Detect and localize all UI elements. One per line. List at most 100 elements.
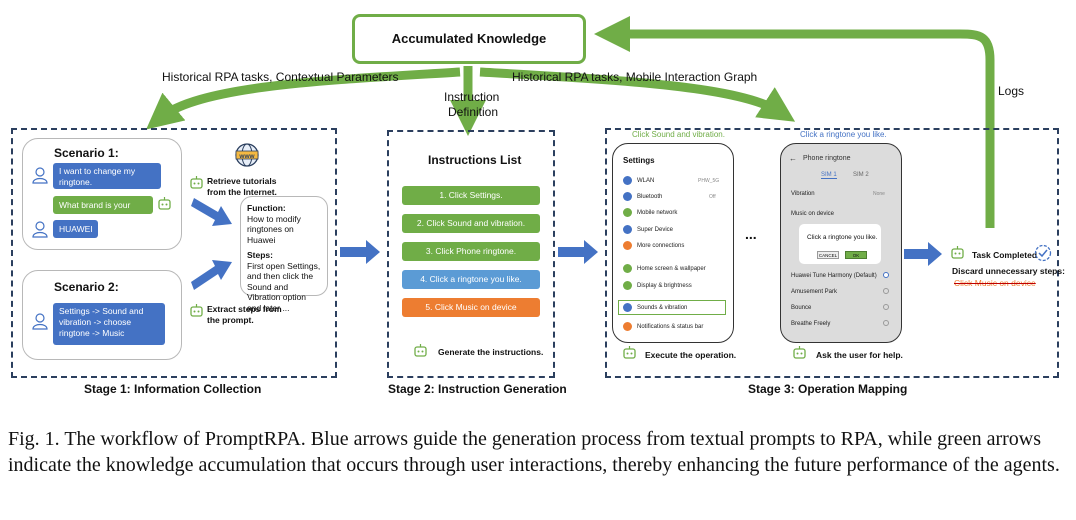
- ellipsis: ...: [745, 226, 757, 242]
- robot-icon: [793, 346, 806, 359]
- phone1-row-connections: More connections: [637, 243, 685, 249]
- phone1-top-label: Click Sound and vibration.: [632, 130, 725, 139]
- scenario1-user-reply: HUAWEI: [53, 220, 98, 238]
- ringtone-title: Phone ringtone: [803, 155, 851, 162]
- sounds-highlight[interactable]: [618, 300, 726, 315]
- scenario1-bot-message: What brand is your phone?: [53, 196, 153, 222]
- stage3-label: Stage 3: Operation Mapping: [748, 382, 908, 396]
- bluetooth-icon: [623, 192, 632, 201]
- phone2-row-music[interactable]: Music on device: [791, 211, 835, 217]
- sim2-tab[interactable]: SIM 2: [853, 172, 869, 178]
- logs-label: Logs: [998, 84, 1025, 98]
- mobile-network-icon: [623, 208, 632, 217]
- knowledge-title: Accumulated Knowledge: [391, 31, 547, 46]
- instruction-definition-label-2: Definition: [448, 105, 499, 119]
- www-label: www: [238, 153, 255, 160]
- task-completed-text: Task Completed: [972, 250, 1038, 260]
- phone1-row-sounds: Sounds & vibration: [637, 305, 688, 311]
- settings-title: Settings: [623, 156, 655, 165]
- ok-button[interactable]: OK: [845, 251, 867, 259]
- sounds-icon: [623, 303, 632, 312]
- execute-text: Execute the operation.: [645, 350, 737, 360]
- phone1-row-notifications: Notifications & status bar: [637, 324, 704, 330]
- right-knowledge-arrow: [479, 67, 796, 122]
- extract-text: Extract steps from the prompt.: [207, 304, 282, 325]
- retrieve-text: Retrieve tutorials from the Internet.: [207, 176, 277, 197]
- super-device-icon: [623, 225, 632, 234]
- radio-unselected[interactable]: [883, 288, 889, 294]
- user-icon: [32, 167, 48, 184]
- figure-caption: Fig. 1. The workflow of PromptRPA. Blue …: [8, 428, 1060, 476]
- globe-icon: www: [235, 143, 259, 167]
- stage1-label: Stage 1: Information Collection: [84, 382, 262, 396]
- robot-icon: [623, 346, 636, 359]
- robot-icon: [414, 344, 427, 357]
- instruction-3: 3. Click Phone ringtone.: [402, 242, 540, 261]
- instruction-definition-label-1: Instruction: [444, 90, 500, 104]
- radio-unselected[interactable]: [883, 320, 889, 326]
- ringtone-dialog: Click a ringtone you like. CANCEL OK: [799, 224, 881, 264]
- ask-text: Ask the user for help.: [816, 350, 903, 360]
- phone1-row-display: Display & brightness: [637, 283, 692, 289]
- stage3-box: [605, 128, 1059, 378]
- phone1-row-bluetooth: Bluetooth: [637, 194, 663, 200]
- instructions-list-title: Instructions List: [428, 153, 522, 167]
- function-title: Function:: [247, 203, 286, 213]
- stage1-box: [11, 128, 337, 378]
- robot-icon: [951, 246, 964, 259]
- function-text: How to modify ringtones on Huawei: [247, 213, 301, 245]
- steps-text: First open Settings, and then click the …: [247, 260, 321, 313]
- vibration-value: None: [873, 191, 885, 197]
- accumulated-knowledge-box: Accumulated Knowledge: [352, 14, 586, 64]
- logs-arrow: [594, 16, 995, 228]
- phone2-row-harmony[interactable]: Huawei Tune Harmony (Default): [791, 273, 877, 279]
- robot-icon: [158, 197, 171, 210]
- phone1-settings-screen: Settings WLAN PHW_5G Bluetooth Off Mobil…: [612, 143, 734, 343]
- scenario2-title: Scenario 2:: [54, 280, 119, 294]
- scenario1-box: [22, 138, 182, 250]
- cancel-button[interactable]: CANCEL: [817, 251, 839, 259]
- scenario2-user-message: Settings -> Sound and vibration -> choos…: [53, 303, 165, 345]
- bluetooth-value: Off: [709, 194, 716, 200]
- dialog-text: Click a ringtone you like.: [807, 234, 878, 241]
- back-arrow-icon[interactable]: ←: [789, 154, 797, 163]
- instruction-5: 5. Click Music on device: [402, 298, 540, 317]
- stage1-blue-arrows: [191, 198, 232, 290]
- left-knowledge-arrow: [146, 67, 461, 130]
- discard-text: Discard unnecessary steps:: [952, 266, 1065, 276]
- blue-arrow-right: [340, 240, 380, 264]
- phone2-row-breathe[interactable]: Breathe Freely: [791, 321, 831, 327]
- user-icon: [32, 221, 48, 238]
- stage2-box: [387, 130, 555, 378]
- phone2-row-bounce[interactable]: Bounce: [791, 305, 812, 311]
- discarded-step: Click Music on device: [954, 278, 1036, 288]
- check-badge-icon: [1034, 244, 1052, 262]
- wlan-value: PHW_5G: [698, 178, 720, 184]
- scenario1-title: Scenario 1:: [54, 146, 119, 160]
- blue-arrow-right: [904, 242, 942, 266]
- steps-title: Steps:: [247, 250, 273, 260]
- instruction-4: 4. Click a ringtone you like.: [402, 270, 540, 289]
- instruction-2: 2. Click Sound and vibration.: [402, 214, 540, 233]
- home-screen-icon: [623, 264, 632, 273]
- radio-selected[interactable]: [883, 272, 889, 278]
- phone2-row-amusement[interactable]: Amusement Park: [791, 289, 838, 295]
- robot-icon: [190, 176, 203, 189]
- radio-unselected[interactable]: [883, 304, 889, 310]
- phone1-row-super: Super Device: [637, 227, 674, 233]
- vibration-label: Vibration: [791, 191, 815, 197]
- wlan-icon: [623, 176, 632, 185]
- knowledge-arrows: [146, 16, 995, 228]
- notifications-icon: [623, 322, 632, 331]
- right-arrow-label: Historical RPA tasks, Mobile Interaction…: [512, 70, 758, 84]
- blue-arrow-up: [191, 260, 232, 290]
- phone1-row-home: Home screen & wallpaper: [637, 266, 706, 272]
- connections-icon: [623, 241, 632, 250]
- left-arrow-label: Historical RPA tasks, Contextual Paramet…: [162, 70, 399, 84]
- blue-arrow-down: [191, 198, 232, 226]
- phone1-row-wlan: WLAN: [637, 178, 655, 184]
- phone1-row-mobile: Mobile network: [637, 210, 678, 216]
- blue-arrow-right: [558, 240, 598, 264]
- stage2-label: Stage 2: Instruction Generation: [388, 382, 567, 396]
- sim1-tab[interactable]: SIM 1: [821, 172, 837, 179]
